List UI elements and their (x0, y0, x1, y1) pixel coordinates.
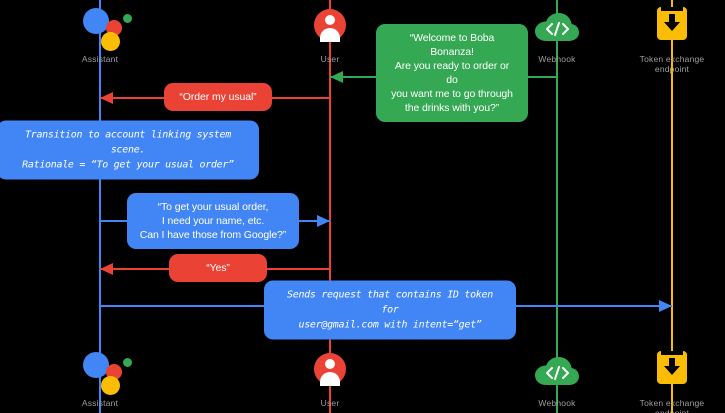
assistant-yellow-dot-icon (101, 32, 120, 51)
actor-label-user: User (320, 54, 340, 64)
user-avatar-circle (314, 9, 346, 42)
user-avatar-icon (265, 348, 395, 394)
arrowhead-sends-request-id-token (659, 300, 672, 312)
user-body-icon (320, 28, 340, 42)
google-assistant-icon (35, 348, 165, 395)
actor-webhook-bottom: Webhook (492, 348, 622, 408)
assistant-blue-dot-icon (83, 8, 109, 34)
download-arrow-head-icon (664, 366, 680, 375)
message-bubble-yes: “Yes” (169, 254, 267, 282)
message-bubble-order-my-usual: “Order my usual” (164, 83, 272, 111)
arrowhead-request-name (317, 215, 330, 227)
google-assistant-icon (35, 4, 165, 51)
arrowhead-welcome (330, 71, 343, 83)
message-bubble-request-name: “To get your usual order, I need your na… (127, 193, 299, 249)
download-arrow-stem-icon (669, 358, 675, 368)
actor-token_endpoint-top: Token exchange endpoint (607, 4, 725, 74)
download-box-icon (607, 4, 725, 50)
message-bubble-welcome: “Welcome to Boba Bonanza! Are you ready … (376, 24, 528, 122)
user-head-icon (325, 15, 335, 25)
lifeline-user (329, 0, 331, 413)
arrowhead-yes (100, 263, 113, 275)
assistant-green-dot-icon (123, 358, 132, 367)
token-box-notch (661, 7, 683, 11)
cloud-code-icon (492, 4, 622, 50)
assistant-yellow-dot-icon (101, 376, 120, 395)
actor-label-assistant: Assistant (81, 398, 119, 408)
actor-assistant-bottom: Assistant (35, 348, 165, 408)
user-avatar-circle (314, 353, 346, 386)
lifeline-webhook (556, 0, 558, 413)
actor-assistant-top: Assistant (35, 4, 165, 64)
cloud-shape (533, 10, 581, 42)
user-avatar-icon (265, 4, 395, 50)
actor-user-top: User (265, 4, 395, 64)
download-box-icon (607, 348, 725, 394)
lifeline-token_endpoint (671, 0, 673, 413)
user-head-icon (325, 359, 335, 369)
assistant-blue-dot-icon (83, 352, 109, 378)
actor-label-token_endpoint: Token exchange endpoint (639, 54, 705, 74)
lifeline-assistant (99, 0, 101, 413)
actor-label-user: User (320, 398, 340, 408)
actor-webhook-top: Webhook (492, 4, 622, 64)
actor-label-webhook: Webhook (538, 398, 576, 408)
assistant-green-dot-icon (123, 14, 132, 23)
arrowhead-order-my-usual (100, 92, 113, 104)
token-box-notch (661, 351, 683, 355)
user-body-icon (320, 372, 340, 386)
message-bubble-sends-request-id-token: Sends request that contains ID token for… (264, 280, 516, 340)
actor-label-token_endpoint: Token exchange endpoint (639, 398, 705, 413)
actor-label-webhook: Webhook (538, 54, 576, 64)
actor-token_endpoint-bottom: Token exchange endpoint (607, 348, 725, 413)
actor-label-assistant: Assistant (81, 54, 119, 64)
download-arrow-head-icon (664, 22, 680, 31)
cloud-shape (533, 354, 581, 386)
download-arrow-stem-icon (669, 14, 675, 24)
actor-user-bottom: User (265, 348, 395, 408)
message-bubble-transition-to-account-linking: Transition to account linking system sce… (0, 120, 259, 180)
cloud-code-icon (492, 348, 622, 394)
